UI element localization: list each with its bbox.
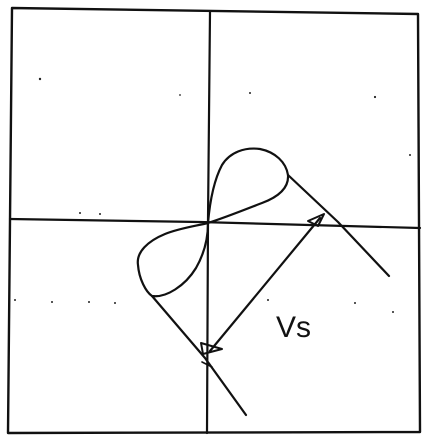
- upper-right-lobe: [206, 147, 290, 225]
- upper-diagonal-line: [286, 173, 391, 278]
- upper-arrow-marker: [307, 213, 325, 227]
- lower-arrow-marker: [200, 342, 223, 355]
- outer-frame: [6, 6, 422, 435]
- vs-label: Vs: [276, 311, 311, 344]
- lower-diagonal-line: [150, 294, 248, 417]
- scan-speckles: [14, 77, 411, 313]
- vector-line: [208, 216, 322, 353]
- lower-axis-tick: [201, 361, 213, 368]
- lower-left-lobe: [136, 221, 210, 298]
- horizontal-axis: [8, 217, 422, 230]
